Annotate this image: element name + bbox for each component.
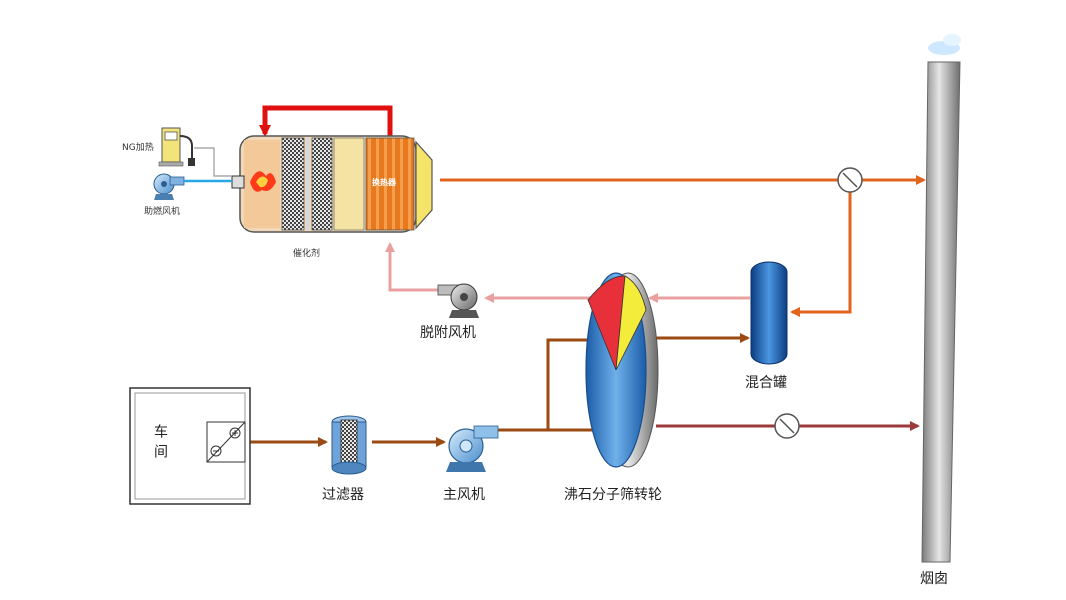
desorption-line-to-oxidizer bbox=[385, 242, 440, 292]
zeolite-wheel bbox=[585, 272, 659, 468]
workshop bbox=[129, 387, 251, 505]
smoke-puff bbox=[943, 34, 961, 46]
filter-label: 过滤器 bbox=[322, 487, 364, 503]
combustion-fan-label: 助燃风机 bbox=[144, 207, 181, 217]
catalyst-bed-1 bbox=[281, 137, 305, 231]
catalyst-label: 催化剂 bbox=[293, 249, 321, 259]
minus-terminal-icon bbox=[210, 445, 222, 457]
hot-gas-to-mixing-tank-line bbox=[790, 192, 852, 317]
ng-heating-label: NG加热 bbox=[122, 143, 154, 153]
workshop-label: 车间 bbox=[152, 424, 168, 464]
chimney bbox=[921, 34, 961, 563]
preheat-section bbox=[333, 137, 365, 231]
desorption-fan-icon[interactable] bbox=[437, 283, 479, 318]
oxidizer-outlet-cone bbox=[415, 140, 433, 230]
combustion-fan-icon[interactable] bbox=[153, 173, 185, 200]
zeolite-wheel-label: 沸石分子筛转轮 bbox=[564, 487, 662, 503]
valve-upper[interactable] bbox=[837, 167, 863, 193]
fuel-pump-icon bbox=[158, 127, 195, 167]
heat-exchanger-label: 换热器 bbox=[372, 178, 396, 187]
catalyst-bed-2 bbox=[311, 137, 333, 231]
main-fan-label: 主风机 bbox=[443, 487, 485, 503]
ng-gas-line bbox=[194, 147, 232, 177]
heat-exchanger-core bbox=[365, 137, 415, 231]
desorption-fan-label: 脱附风机 bbox=[420, 325, 476, 341]
mixing-tank bbox=[750, 261, 788, 365]
flame-core bbox=[256, 176, 268, 188]
filter-icon bbox=[331, 415, 367, 475]
burner-nozzle bbox=[231, 175, 245, 189]
plus-terminal-icon bbox=[229, 427, 241, 439]
chimney-body bbox=[921, 61, 961, 563]
valve-lower[interactable] bbox=[774, 413, 800, 439]
mixing-tank-label: 混合罐 bbox=[745, 375, 787, 391]
recirculation-loop bbox=[259, 105, 393, 137]
catalytic-oxidizer bbox=[231, 135, 433, 233]
cooling-zone bbox=[615, 275, 647, 371]
main-fan-icon[interactable] bbox=[446, 425, 499, 472]
chimney-label: 烟囱 bbox=[920, 571, 948, 587]
